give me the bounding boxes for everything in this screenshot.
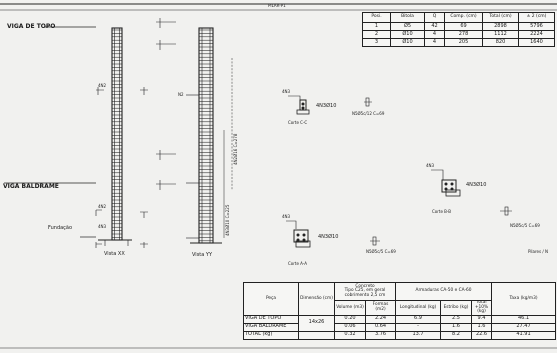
- table-cell: -: [395, 322, 442, 332]
- table-cell: 22.6: [471, 330, 493, 340]
- bar-dimension-1: 4N2Ø16 C=278: [233, 133, 238, 165]
- table-cell: 27.47: [491, 322, 557, 332]
- col-header: Comp. (cm): [444, 12, 483, 23]
- table-cell: 2224: [518, 30, 555, 39]
- table-cell: 4: [424, 38, 445, 47]
- section-bb: [431, 169, 512, 216]
- vista-x-label: Vista XX: [104, 251, 125, 257]
- section-aa-bars: 4N3Ø10: [318, 234, 339, 240]
- table-cell: 4: [424, 30, 445, 39]
- col-header-estribo: Estribo (kg): [440, 300, 473, 316]
- note-right: Pilares / N: [528, 249, 548, 254]
- section-cc-count: 4N3: [282, 89, 291, 94]
- table-cell: VIGA BALDRAME: [243, 322, 299, 332]
- table-cell: Ø5: [390, 22, 425, 31]
- col-header-formas: Formas (m2): [364, 300, 397, 316]
- table-cell: 6.9: [395, 314, 442, 324]
- table-row: 1 Ø5 42 69 2898 5796: [362, 22, 555, 31]
- concreto-type: Tipo C25, em geral cobrimento 2,5 cm: [344, 288, 386, 298]
- viga-baldrame-label: VIGA BALDRAME: [3, 183, 59, 190]
- section-aa-title: Corte A-A: [288, 261, 307, 266]
- col-header: ± 2 (cm): [518, 12, 555, 23]
- table-cell: 0.06: [334, 322, 366, 332]
- table-cell: 1112: [482, 30, 519, 39]
- col-header: Total (cm): [482, 12, 519, 23]
- sheet-title: PILAR-P1: [268, 3, 286, 8]
- table-cell: 8.2: [440, 330, 473, 340]
- table-cell: 2898: [482, 22, 519, 31]
- col-header-concreto: Concreto Tipo C25, em geral cobrimento 2…: [333, 282, 397, 301]
- table-cell: 205: [444, 38, 483, 47]
- table-cell: 0.32: [334, 330, 366, 340]
- table-cell: 820: [482, 38, 519, 47]
- col-header-peca: Peça: [243, 282, 299, 316]
- col-header: Q: [424, 12, 445, 23]
- quantities-summary-table: Peça Dimensão (cm) Concreto Tipo C25, em…: [243, 282, 557, 340]
- bar-label-4n2-top: 4N2: [98, 83, 107, 88]
- col-header-taxa: Taxa (kg/m3): [491, 282, 557, 316]
- column-elevation-x: [4, 18, 176, 248]
- table-cell: 46.1: [491, 314, 557, 324]
- col-header-dimensao: Dimensão (cm): [298, 282, 335, 316]
- table-cell: 1: [362, 22, 391, 31]
- col-header: Bitola: [390, 12, 425, 23]
- table-cell: [298, 330, 335, 340]
- section-aa: [286, 220, 380, 248]
- fundacao-label: Fundação: [48, 225, 73, 231]
- table-cell: 278: [444, 30, 483, 39]
- section-cc-ties: N5Ø5c/12 C=69: [352, 111, 385, 116]
- viga-topo-label: VIGA DE TOPO: [7, 23, 56, 30]
- section-bb-bars: 4N3Ø10: [466, 182, 487, 188]
- table-cell: 69: [444, 22, 483, 31]
- table-row: VIGA DE TOPO 14x26 0.20 2.24 6.9 2.5 9.4…: [243, 314, 557, 332]
- section-bb-ties: N5Ø5c/5 C=69: [510, 223, 540, 228]
- table-row: TOTAL (kg) 0.32 3.76 13.7 8.2 22.6 41.91: [243, 330, 557, 340]
- col-header: Posi.: [362, 12, 391, 23]
- table-cell: 2.5: [440, 314, 473, 324]
- section-cc-bars: 4N3Ø10: [316, 103, 337, 109]
- col-header-total: Total +10% (kg): [471, 300, 493, 316]
- concreto-title: Concreto: [355, 283, 375, 289]
- vista-y-label: Vista YY: [192, 252, 213, 258]
- section-bb-title: Corte B-B: [432, 209, 451, 214]
- table-cell: 1.6: [440, 322, 473, 332]
- table-row: 3 Ø10 4 205 820 1640: [362, 38, 555, 47]
- table-row: 2 Ø10 4 278 1112 2224: [362, 30, 555, 39]
- section-bb-count: 4N3: [426, 163, 435, 168]
- table-cell: Ø10: [390, 38, 425, 47]
- steel-schedule-table: Posi. Bitola Q Comp. (cm) Total (cm) ± 2…: [362, 12, 555, 47]
- col-header-armaduras: Armaduras CA-50 e CA-60: [395, 282, 493, 301]
- table-row: VIGA BALDRAME 0.06 0.64 - 1.6 1.6 27.47: [243, 322, 557, 332]
- table-cell: 0.64: [364, 322, 397, 332]
- bar-label-n2: N2: [178, 92, 184, 97]
- table-cell: 2: [362, 30, 391, 39]
- table-cell: 3.76: [364, 330, 397, 340]
- table-cell: 0.20: [334, 314, 366, 324]
- table-cell: Ø10: [390, 30, 425, 39]
- bar-label-4n3: 4N3: [98, 224, 107, 229]
- bar-label-4n2-bottom: 4N2: [98, 204, 107, 209]
- section-cc: [288, 95, 372, 115]
- section-cc-title: Corte C-C: [288, 120, 308, 125]
- table-cell: 1.6: [471, 322, 493, 332]
- table-cell: VIGA DE TOPO: [243, 314, 299, 324]
- column-elevation-y: [186, 27, 233, 244]
- section-aa-ties: N5Ø5c/5 C=69: [366, 249, 396, 254]
- table-cell: 14x26: [298, 314, 335, 332]
- bar-dimension-2: 4N3Ø10 C=225: [225, 204, 230, 236]
- table-cell: 42: [424, 22, 445, 31]
- section-aa-count: 4N3: [282, 214, 291, 219]
- table-cell: 2.24: [364, 314, 397, 324]
- table-cell: TOTAL (kg): [243, 330, 299, 340]
- table-cell: 41.91: [491, 330, 557, 340]
- col-header-longitudinal: Longitudinal (kg): [395, 300, 442, 316]
- col-header-volume: Volume (m3): [334, 300, 366, 316]
- table-cell: 1640: [518, 38, 555, 47]
- table-cell: 5796: [518, 22, 555, 31]
- table-cell: 3: [362, 38, 391, 47]
- table-cell: 13.7: [395, 330, 442, 340]
- table-cell: 9.4: [471, 314, 493, 324]
